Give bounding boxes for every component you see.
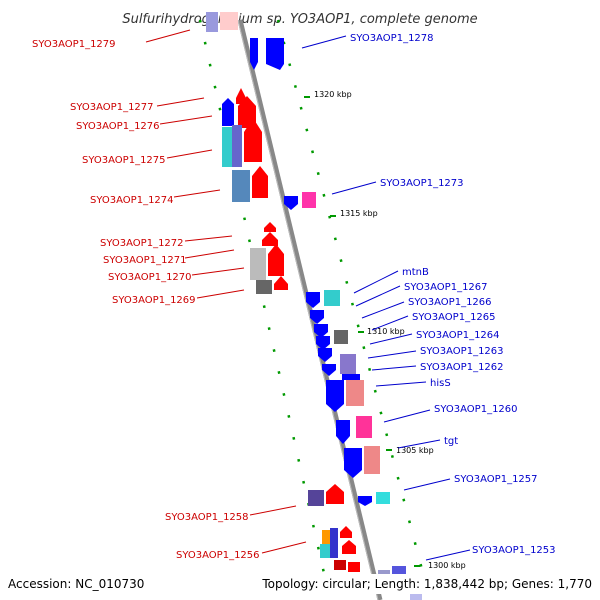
gene-label[interactable]: SYO3AOP1_1276 [76,121,160,132]
gene-block[interactable] [302,192,316,208]
gene-block[interactable] [322,530,330,544]
gene-block[interactable] [356,416,372,438]
gene-block[interactable] [376,492,390,504]
gene-label[interactable]: SYO3AOP1_1272 [100,238,184,249]
gene-arrow[interactable] [252,166,268,198]
left-connector-lines [145,29,307,554]
gene-arrow[interactable] [264,222,276,232]
gene-block[interactable] [232,170,250,202]
gene-label[interactable]: SYO3AOP1_1273 [380,178,464,189]
gene-label[interactable]: SYO3AOP1_1262 [420,362,504,373]
gene-block[interactable] [220,12,238,30]
gene-block[interactable] [232,125,242,167]
gene-label[interactable]: SYO3AOP1_1257 [454,474,538,485]
gene-label[interactable]: SYO3AOP1_1271 [103,255,187,266]
right-gene-labels: SYO3AOP1_1278 SYO3AOP1_1273 mtnB SYO3AOP… [350,33,556,556]
accession-text: Accession: NC_010730 [8,577,144,591]
gene-label[interactable]: SYO3AOP1_1277 [70,102,154,113]
gene-label[interactable]: SYO3AOP1_1265 [412,312,496,323]
gene-block[interactable] [364,446,380,474]
gene-arrow[interactable] [326,380,344,412]
gene-label[interactable]: SYO3AOP1_1267 [404,282,488,293]
gene-arrow[interactable] [310,310,324,324]
gene-arrow[interactable] [238,96,256,128]
forward-strand-genes [250,38,422,600]
gene-block[interactable] [256,280,272,294]
kbp-ticks: 1320 kbp 1315 kbp 1310 kbp 1305 kbp 1300… [304,90,466,570]
gene-block[interactable] [340,354,356,374]
tick-1305: 1305 kbp [396,446,434,455]
gene-label[interactable]: tgt [444,436,458,447]
gene-arrow[interactable] [274,276,288,290]
map-title: Sulfurihydrogenibium sp. YO3AOP1, comple… [122,12,477,27]
gene-arrow[interactable] [342,540,356,554]
gene-arrow[interactable] [336,420,350,444]
gene-arrow[interactable] [222,98,234,126]
gene-label[interactable]: SYO3AOP1_1253 [472,545,556,556]
gene-block[interactable] [334,560,346,570]
gene-arrow[interactable] [266,38,284,70]
gene-label[interactable]: SYO3AOP1_1266 [408,297,492,308]
tick-1300: 1300 kbp [428,561,466,570]
gene-block[interactable] [342,374,360,380]
gene-block[interactable] [330,528,338,558]
gene-block[interactable] [346,380,364,406]
gene-block[interactable] [320,544,330,558]
gene-arrow[interactable] [244,118,262,162]
gene-label[interactable]: SYO3AOP1_1264 [416,330,500,341]
tick-1315: 1315 kbp [340,209,378,218]
gene-arrow[interactable] [316,336,330,350]
gene-block[interactable] [348,562,360,572]
genome-info-text: Topology: circular; Length: 1,838,442 bp… [261,577,592,591]
gene-block[interactable] [222,127,232,167]
gene-arrow[interactable] [284,196,298,210]
gene-block[interactable] [308,490,324,506]
gene-arrow[interactable] [262,232,278,246]
gene-label[interactable]: mtnB [402,267,429,278]
gene-label[interactable]: SYO3AOP1_1279 [32,39,116,50]
gene-arrow[interactable] [340,526,352,538]
gene-arrow[interactable] [250,38,258,70]
gene-arrow[interactable] [322,364,336,376]
gene-label[interactable]: SYO3AOP1_1269 [112,295,196,306]
gene-arrow[interactable] [318,348,332,362]
gene-arrow[interactable] [268,244,284,276]
tick-1310: 1310 kbp [367,327,405,336]
gene-label[interactable]: hisS [430,378,451,389]
gene-arrow[interactable] [306,292,320,308]
gene-arrow[interactable] [344,448,362,478]
gene-label[interactable]: SYO3AOP1_1278 [350,33,434,44]
tick-1320: 1320 kbp [314,90,352,99]
gene-block[interactable] [324,290,340,306]
gene-label[interactable]: SYO3AOP1_1275 [82,155,166,166]
left-gene-labels: SYO3AOP1_1279 SYO3AOP1_1277 SYO3AOP1_127… [32,39,260,561]
gene-label[interactable]: SYO3AOP1_1274 [90,195,174,206]
right-connector-lines [301,35,471,561]
gene-block[interactable] [250,248,266,280]
gene-label[interactable]: SYO3AOP1_1270 [108,272,192,283]
gene-block[interactable] [334,330,348,344]
gene-arrow[interactable] [314,324,328,338]
gene-arrow[interactable] [358,496,372,506]
gene-arrow[interactable] [326,484,344,504]
gene-label[interactable]: SYO3AOP1_1256 [176,550,260,561]
gene-label[interactable]: SYO3AOP1_1258 [165,512,249,523]
gene-label[interactable]: SYO3AOP1_1260 [434,404,518,415]
gene-block[interactable] [206,12,218,32]
gene-label[interactable]: SYO3AOP1_1263 [420,346,504,357]
